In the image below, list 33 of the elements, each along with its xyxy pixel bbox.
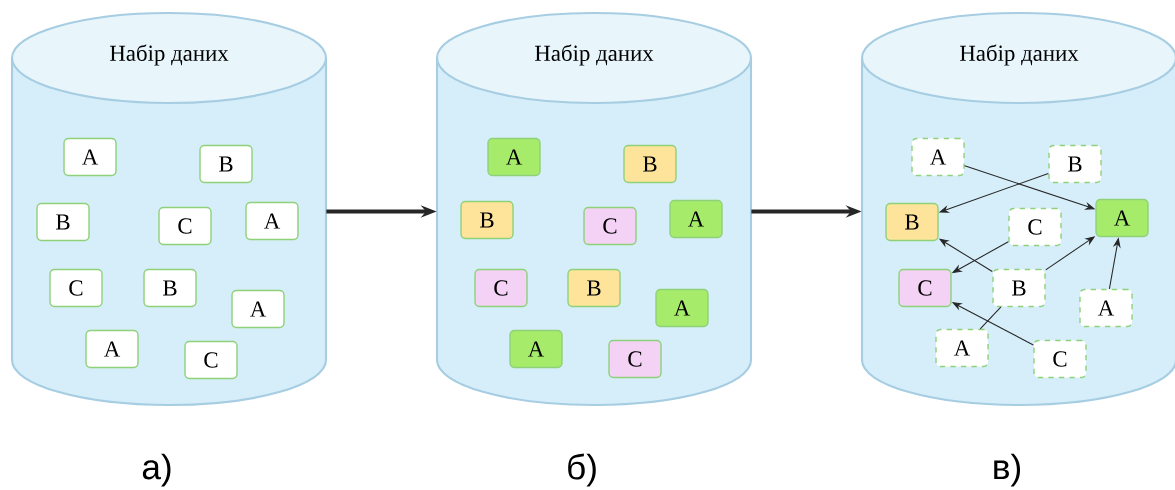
letter-box: C: [583, 206, 637, 246]
letter-box: B: [143, 268, 197, 308]
letter-box: C: [184, 340, 238, 380]
letter-box: C: [898, 268, 952, 308]
panel-label: б): [568, 453, 596, 487]
letter-box: B: [992, 268, 1046, 308]
letter-box: A: [231, 289, 285, 329]
letter-box: C: [1008, 207, 1062, 247]
letter-box: A: [1095, 198, 1149, 238]
letter-box: B: [623, 144, 677, 184]
letter-box: C: [49, 268, 103, 308]
letter-box: B: [199, 144, 253, 184]
letter-box: C: [158, 206, 212, 246]
letter-box: B: [460, 200, 514, 240]
letter-box: A: [1079, 288, 1133, 328]
letter-box: A: [63, 137, 117, 177]
letter-box: A: [669, 199, 723, 239]
letter-box: A: [85, 329, 139, 369]
letter-box: B: [36, 202, 90, 242]
letter-box: A: [935, 328, 989, 368]
letter-box: B: [885, 202, 939, 242]
letter-box: A: [911, 137, 965, 177]
panel-label: а): [142, 453, 171, 487]
letter-box: A: [487, 137, 541, 177]
letter-box: C: [1033, 339, 1087, 379]
letter-box: A: [245, 201, 299, 241]
letter-box: A: [509, 329, 563, 369]
letter-box: A: [655, 288, 709, 328]
letter-box: B: [567, 268, 621, 308]
panel-label: в): [994, 453, 1020, 487]
letter-box: C: [474, 268, 528, 308]
letter-box: B: [1048, 144, 1102, 184]
letter-box: C: [608, 339, 662, 379]
